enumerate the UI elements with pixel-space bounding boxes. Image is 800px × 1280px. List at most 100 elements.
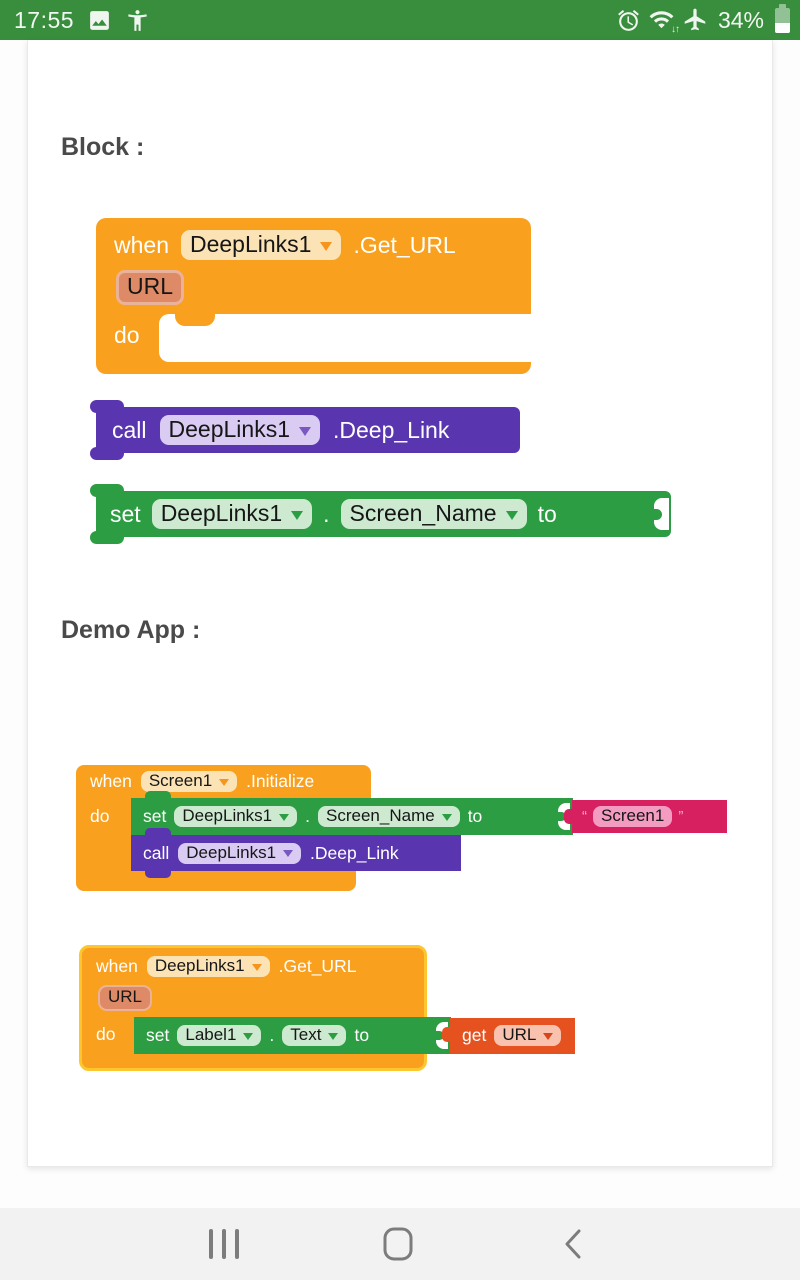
when-keyword: when [114, 231, 169, 258]
property-name: Screen_Name [326, 806, 435, 825]
back-icon [565, 1229, 581, 1259]
dot-separator: . [323, 500, 330, 527]
string-value-chip: Screen1 [593, 806, 673, 827]
clock: 17:55 [14, 6, 75, 33]
dropdown-arrow-icon [320, 241, 333, 251]
method-name: .Deep_Link [332, 416, 450, 443]
open-quote: “ [582, 808, 587, 825]
to-keyword: to [354, 1025, 370, 1045]
component-dropdown: Label1 [177, 1025, 262, 1046]
dot-separator: . [269, 1025, 275, 1045]
component-dropdown: DeepLinks1 [180, 230, 342, 260]
nav-bar [0, 1208, 800, 1280]
statement-tab-icon [145, 791, 171, 799]
param-chip-url: URL [116, 270, 185, 305]
status-bar-left: 17:55 [10, 7, 150, 34]
block-heading: Block : [61, 133, 145, 161]
property-dropdown: Screen_Name [318, 806, 460, 827]
dropdown-arrow-icon [219, 778, 230, 786]
string-block: “ Screen1 ” [564, 800, 727, 833]
dropdown-arrow-icon [505, 510, 518, 520]
component-name: Label1 [185, 1025, 237, 1044]
property-dropdown: Text [282, 1025, 347, 1046]
do-keyword: do [76, 798, 131, 871]
do-slot [159, 314, 531, 362]
puzzle-knob-top [90, 484, 124, 497]
component-dropdown: DeepLinks1 [146, 956, 270, 977]
set-keyword: set [143, 806, 167, 826]
event-name: .Get_URL [353, 231, 456, 258]
statement-stack: set DeepLinks1 . Screen_Name to [131, 791, 727, 878]
event-header-row: when Screen1 .Initialize [76, 765, 371, 798]
status-bar-right: ↓↑ 34% [616, 3, 790, 35]
set-screenname-block: set DeepLinks1 . Screen_Name to [90, 484, 671, 544]
do-body: do set DeepLinks1 . Screen_Name [76, 791, 727, 878]
recents-button[interactable] [192, 1208, 256, 1280]
dropdown-arrow-icon [328, 1032, 339, 1040]
dropdown-arrow-icon [441, 813, 452, 821]
to-keyword: to [467, 806, 483, 826]
do-keyword: do [96, 1024, 116, 1044]
to-keyword: to [537, 500, 557, 527]
variable-dropdown: URL [494, 1025, 562, 1046]
back-button[interactable] [541, 1208, 605, 1280]
puzzle-knob-top [90, 400, 124, 413]
dropdown-arrow-icon [279, 813, 290, 821]
set-screenname-row: set DeepLinks1 . Screen_Name to [131, 791, 727, 835]
component-name: DeepLinks1 [186, 842, 277, 862]
event-header-row: when DeepLinks1 .Get_URL [96, 227, 531, 263]
dropdown-arrow-icon [243, 1032, 254, 1040]
event-name: .Initialize [246, 771, 315, 791]
do-row: do [96, 314, 531, 362]
battery-percent: 34% [717, 6, 764, 33]
demo-geturl-block: when DeepLinks1 .Get_URL URL do set Labe… [79, 945, 575, 1071]
component-dropdown: DeepLinks1 [151, 499, 313, 529]
event-header-row: when DeepLinks1 .Get_URL [82, 948, 424, 983]
when-keyword: when [96, 956, 138, 976]
demo-heading: Demo App : [61, 616, 201, 644]
accessibility-icon [128, 9, 147, 31]
do-keyword: do [114, 322, 140, 348]
do-body: do set Label1 . Text to [82, 1017, 575, 1054]
setter-block: set DeepLinks1 . Screen_Name to [131, 791, 573, 835]
dropdown-arrow-icon [283, 850, 294, 857]
component-dropdown: DeepLinks1 [159, 415, 320, 445]
content-card: Block : when DeepLinks1 .Get_URL URL do … [27, 40, 773, 1167]
component-name: DeepLinks1 [160, 500, 283, 526]
call-deeplink-block: call DeepLinks1 .Deep_Link [90, 400, 520, 460]
airplane-icon [684, 8, 706, 31]
set-label-text-row: set Label1 . Text to get [134, 1017, 575, 1054]
home-button[interactable] [366, 1208, 430, 1280]
dropdown-arrow-icon [298, 426, 311, 436]
set-keyword: set [110, 500, 141, 527]
method-name: .Deep_Link [310, 842, 399, 863]
image-icon [90, 10, 109, 30]
wifi-traffic-arrows-icon: ↓↑ [670, 24, 680, 35]
component-dropdown: Screen1 [140, 771, 238, 792]
value-socket [654, 498, 669, 530]
battery-icon [775, 3, 790, 33]
puzzle-knob-bottom [90, 531, 124, 544]
property-name: Screen_Name [349, 500, 497, 526]
when-geturl-block: when DeepLinks1 .Get_URL URL do [96, 218, 531, 374]
component-name: DeepLinks1 [168, 416, 290, 442]
param-chip-url: URL [98, 985, 153, 1011]
property-dropdown: Screen_Name [340, 499, 527, 529]
variable-name: URL [502, 1025, 537, 1044]
dot-separator: . [305, 806, 311, 826]
statement-tab-icon [145, 870, 171, 878]
wifi-icon: ↓↑ [648, 7, 680, 35]
when-keyword: when [90, 771, 132, 791]
call-deeplink-row: call DeepLinks1 .Deep_Link [131, 828, 461, 878]
component-dropdown: DeepLinks1 [178, 842, 302, 864]
get-variable-block: get URL [442, 1017, 575, 1054]
alarm-icon [618, 9, 639, 31]
component-name: DeepLinks1 [154, 956, 245, 975]
call-keyword: call [112, 416, 147, 443]
set-keyword: set [146, 1025, 170, 1045]
dropdown-arrow-icon [543, 1032, 554, 1040]
home-icon [383, 1227, 413, 1261]
statement-tab-icon [145, 828, 171, 836]
dropdown-arrow-icon [291, 510, 304, 520]
component-name: DeepLinks1 [189, 231, 312, 257]
